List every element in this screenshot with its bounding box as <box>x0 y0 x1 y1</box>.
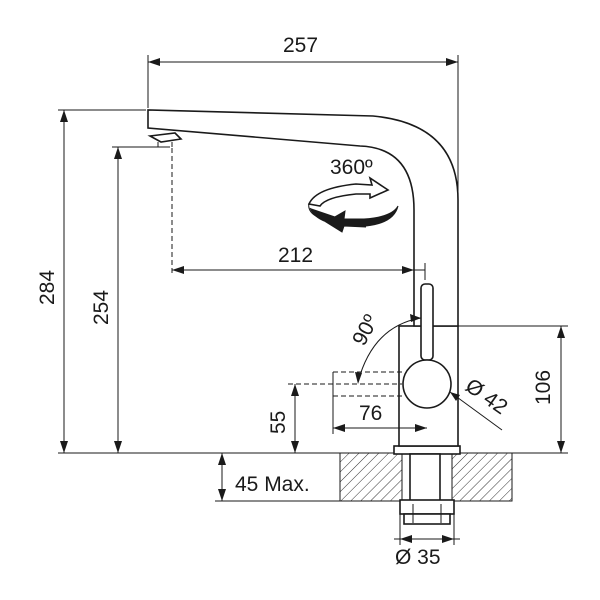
spout-reach-value: 212 <box>278 244 313 267</box>
aerator <box>147 132 183 143</box>
overall-width-value: 257 <box>283 34 318 57</box>
dimension-lever-height: 106 <box>458 325 568 454</box>
lever-axis-height-value: 55 <box>267 411 290 434</box>
dimension-hole-diameter: Ø 35 <box>394 514 460 569</box>
dimension-counter-thickness: 45 Max. <box>215 453 340 502</box>
counter-thickness-value: 45 Max. <box>235 473 310 496</box>
dimension-overall-height: 284 <box>36 109 150 454</box>
spout-height-value: 254 <box>90 290 113 325</box>
lever-angle-label: 90º <box>348 311 383 349</box>
dimension-lever-travel: 76 55 <box>267 371 427 453</box>
dimension-overall-width: 257 <box>147 34 459 326</box>
countertop-section <box>150 452 540 502</box>
mounting-shank <box>393 445 461 525</box>
lever-hub <box>402 359 452 409</box>
dimension-body-diameter: Ø 42 <box>449 374 512 431</box>
swivel-angle-label: 360º <box>330 156 373 179</box>
faucet-body <box>147 109 459 447</box>
body-diameter-value: Ø 42 <box>461 374 511 419</box>
swivel-rotation-symbol: 360º <box>307 156 399 233</box>
overall-height-value: 284 <box>36 270 59 305</box>
lever-height-value: 106 <box>532 370 555 405</box>
spout <box>147 109 459 327</box>
lever-handle <box>420 283 434 361</box>
dimension-spout-reach: 212 <box>171 148 426 280</box>
hole-diameter-value: Ø 35 <box>395 546 441 569</box>
dimension-spout-height: 254 <box>90 146 170 453</box>
lever-length-value: 76 <box>359 402 382 425</box>
